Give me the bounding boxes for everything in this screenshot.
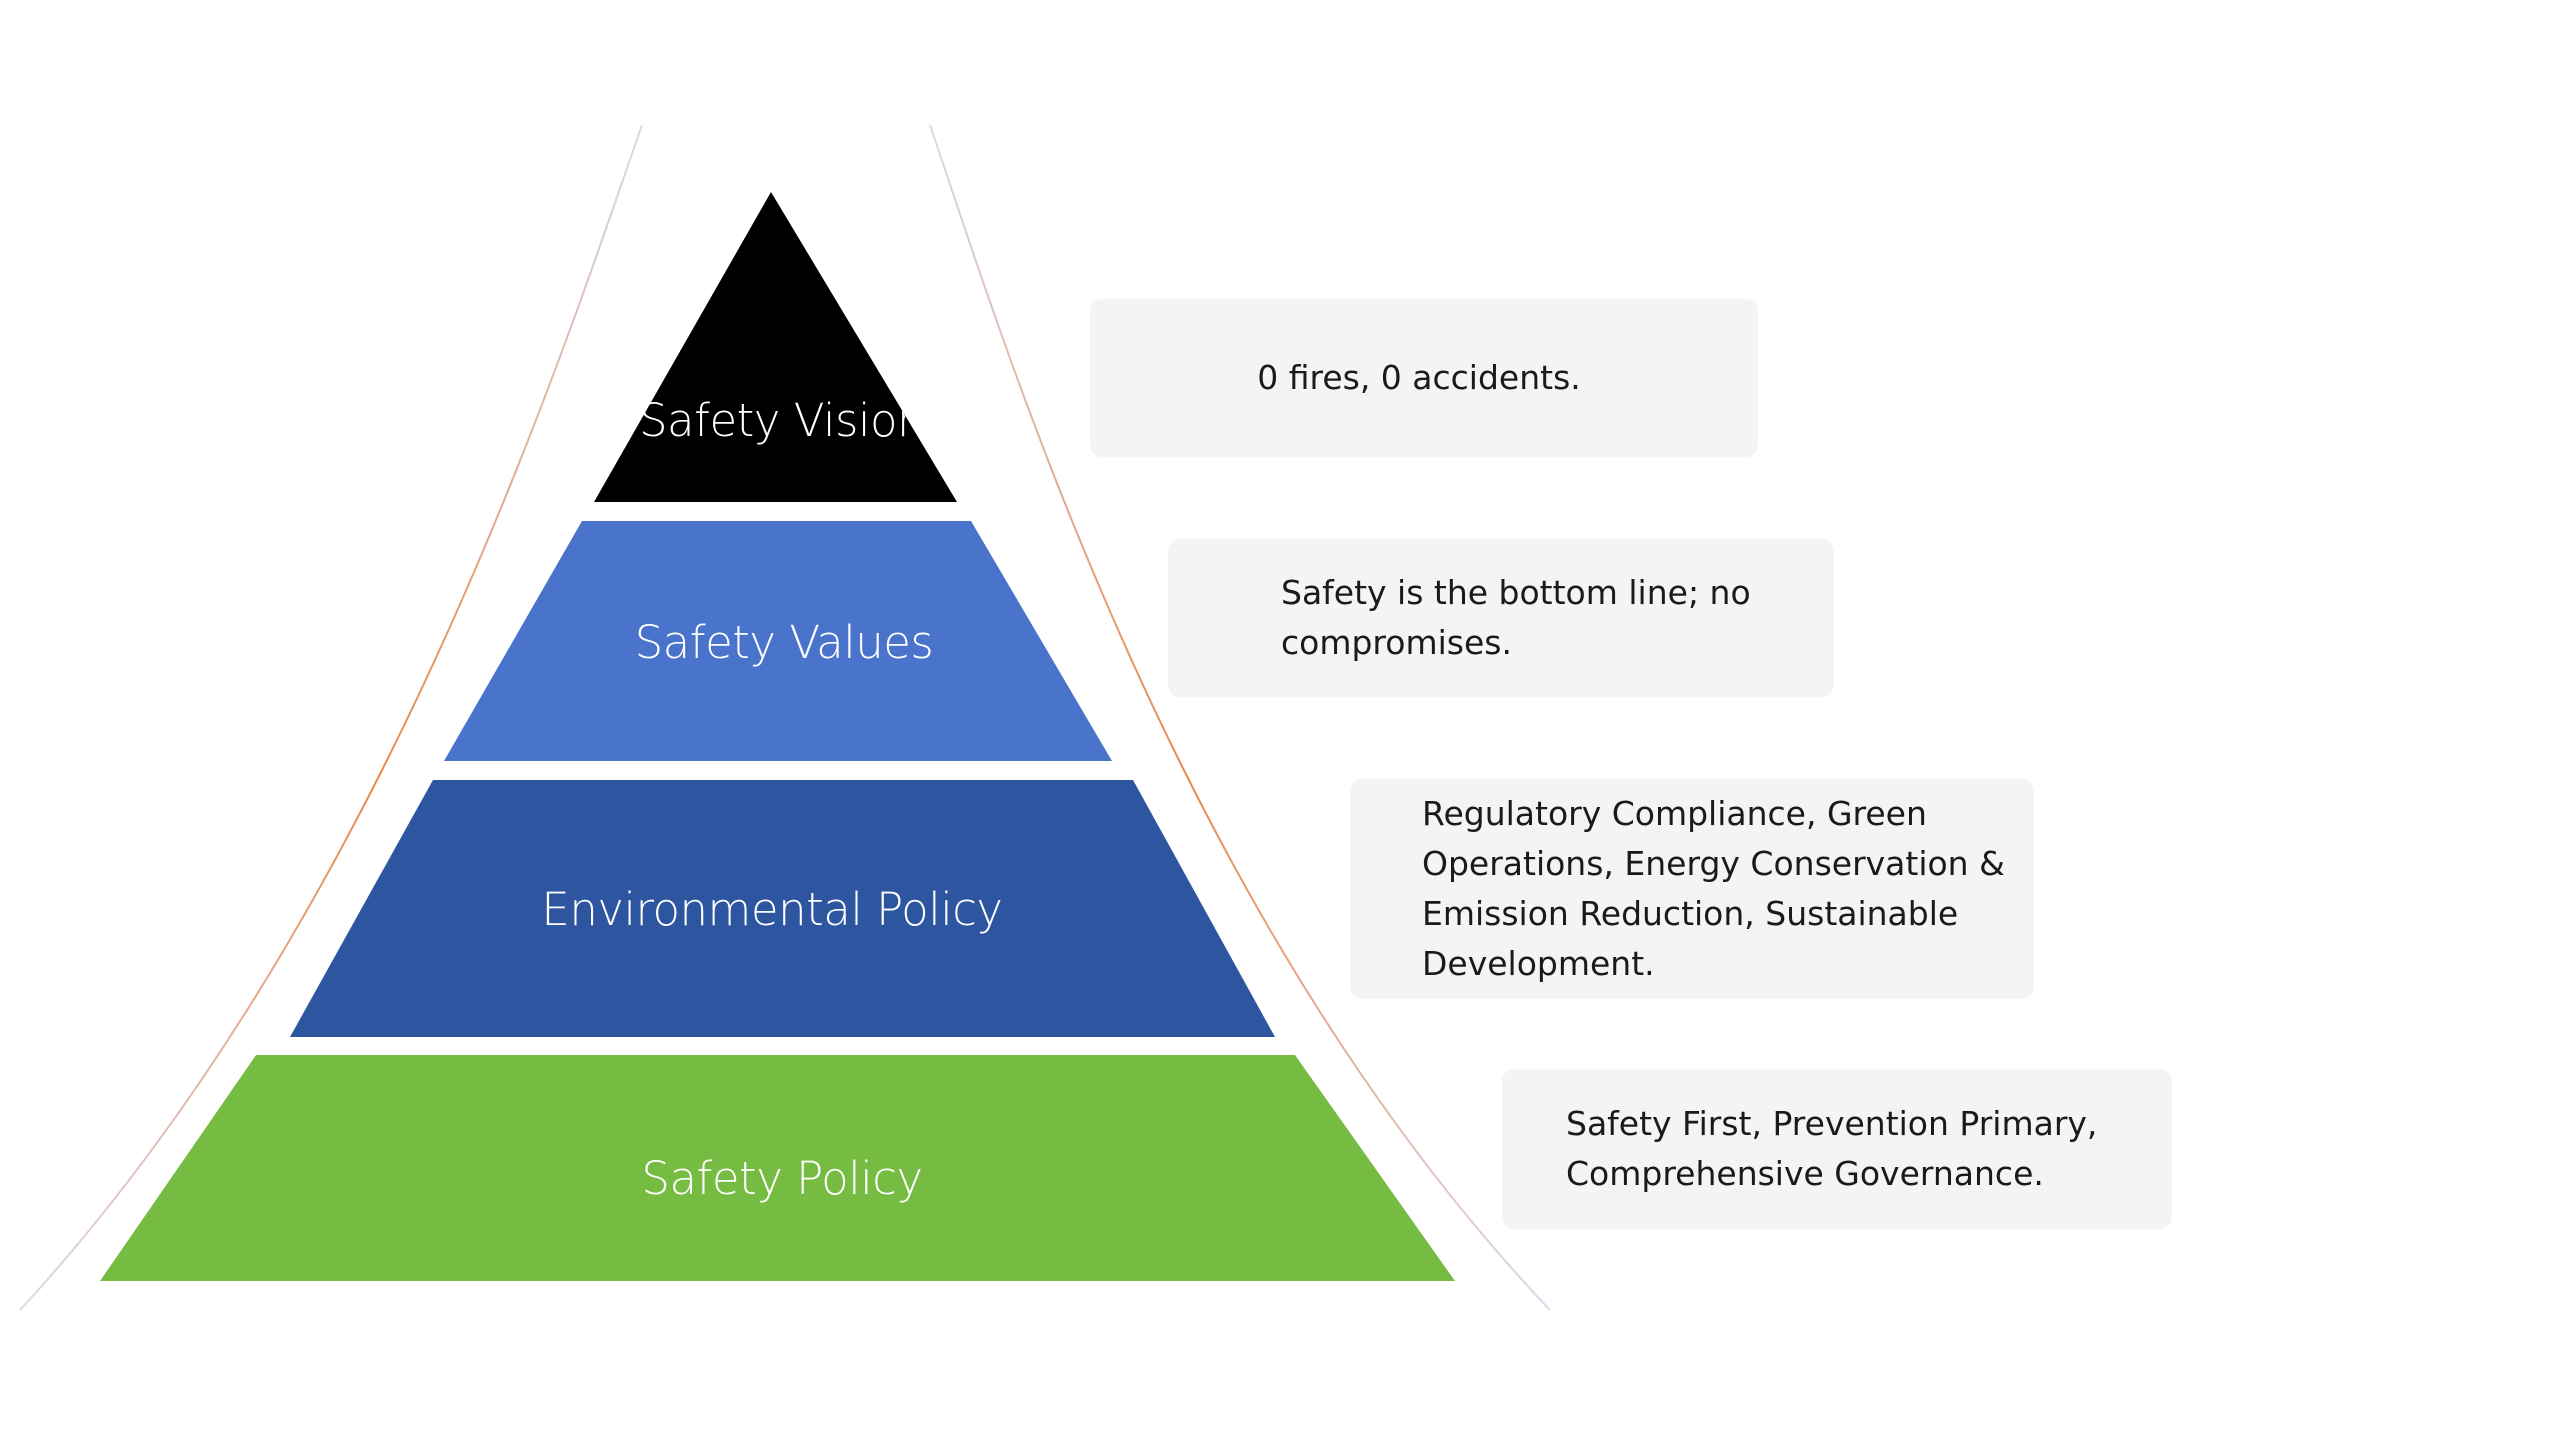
pyramid-outline-left	[19, 124, 643, 1311]
callout-safety-policy-text: Safety First, Prevention Primary, Compre…	[1566, 1104, 2098, 1193]
callout-vision: 0 fires, 0 accidents.	[1090, 299, 1758, 457]
callout-vision-text: 0 fires, 0 accidents.	[1257, 358, 1581, 397]
callout-values: Safety is the bottom line; no compromise…	[1168, 539, 1834, 697]
level-label-values: Safety Values	[635, 616, 934, 669]
callout-environmental: Regulatory Compliance, Green Operations,…	[1350, 779, 2034, 999]
level-label-environmental: Environmental Policy	[541, 883, 1002, 936]
pyramid-level-values	[444, 521, 1112, 761]
pyramid-outline-right	[929, 124, 1551, 1311]
level-label-vision: Safety Vision	[639, 394, 925, 447]
callout-values-text: Safety is the bottom line; no compromise…	[1281, 573, 1751, 662]
pyramid-level-safety-policy	[100, 1055, 1455, 1281]
level-label-safety-policy: Safety Policy	[641, 1152, 922, 1205]
pyramid-level-vision	[594, 192, 957, 502]
pyramid-level-environmental	[290, 780, 1275, 1037]
callout-environmental-text: Regulatory Compliance, Green Operations,…	[1422, 794, 2005, 983]
callout-safety-policy: Safety First, Prevention Primary, Compre…	[1502, 1069, 2172, 1229]
